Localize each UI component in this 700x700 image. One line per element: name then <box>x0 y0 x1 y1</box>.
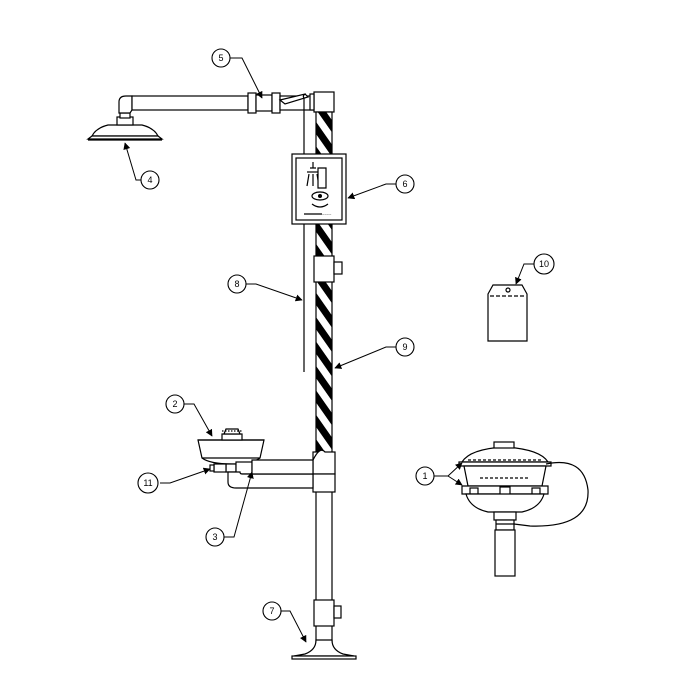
shower-valve <box>247 92 315 114</box>
leader-lines <box>123 57 534 643</box>
callout-9-label: 9 <box>402 342 407 352</box>
callout-10-label: 10 <box>539 259 549 269</box>
callout-8: 8 <box>227 274 247 294</box>
shower-arm-pipe <box>131 95 249 111</box>
callout-3: 3 <box>205 527 225 547</box>
callout-8-label: 8 <box>234 279 239 289</box>
safety-sign: ~~~~ <box>291 153 347 225</box>
callout-9: 9 <box>395 337 415 357</box>
floor-flange <box>291 639 357 660</box>
callout-1: 1 <box>415 466 435 486</box>
callout-5-label: 5 <box>218 53 223 63</box>
callout-6-label: 6 <box>402 179 407 189</box>
callout-7-label: 7 <box>269 606 274 616</box>
spray-head-detail <box>458 441 589 577</box>
callout-3-label: 3 <box>212 532 217 542</box>
callout-4: 4 <box>140 170 160 190</box>
shower-head <box>86 95 164 141</box>
callout-4-label: 4 <box>147 175 152 185</box>
inspection-tag <box>487 284 528 342</box>
pull-rod <box>302 93 307 372</box>
callout-2-label: 2 <box>172 399 177 409</box>
callout-1-label: 1 <box>422 471 427 481</box>
callout-6: 6 <box>395 174 415 194</box>
svg-text:~~~~: ~~~~ <box>322 212 332 217</box>
eyewash-bowl <box>197 428 326 489</box>
callout-7: 7 <box>262 601 282 621</box>
callout-2: 2 <box>165 394 185 414</box>
callout-11: 11 <box>137 472 159 494</box>
callout-10: 10 <box>533 253 555 275</box>
callout-5: 5 <box>211 48 231 68</box>
callout-11-label: 11 <box>143 478 152 488</box>
